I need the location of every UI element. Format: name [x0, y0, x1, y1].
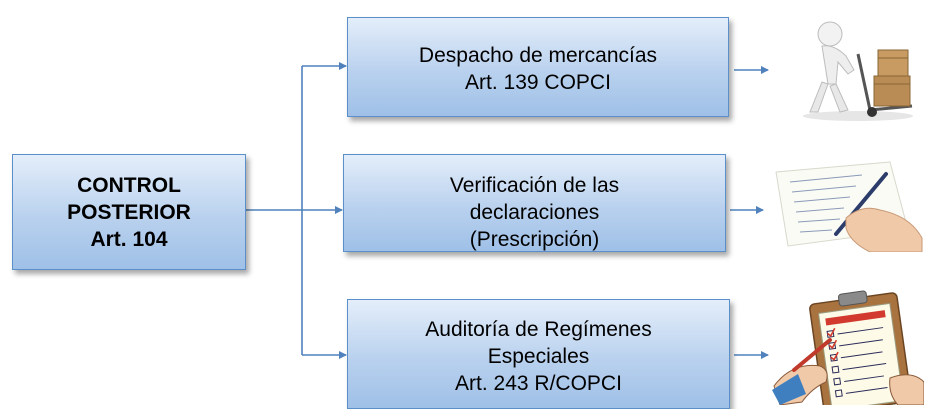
auditoria-box: Auditoría de Regímenes Especiales Art. 2… [347, 299, 730, 409]
audit-checklist-clipboard-icon [772, 290, 924, 405]
despacho-line-2: Art. 139 COPCI [465, 71, 611, 94]
control-line-3: Art. 104 [90, 227, 168, 251]
verificacion-line-1: Verificación de las [449, 174, 620, 197]
auditoria-line-2: Especiales [487, 345, 590, 368]
control-line-1: CONTROL [77, 173, 181, 197]
despacho-line-1: Despacho de mercancías [418, 44, 658, 67]
verificacion-line-2: declaraciones [469, 201, 600, 224]
auditoria-line-3: Art. 243 R/COPCI [455, 372, 622, 395]
auditoria-line-1: Auditoría de Regímenes [425, 318, 652, 341]
person-pushing-boxes-icon [803, 21, 913, 121]
hand-writing-document-icon [775, 161, 923, 252]
verificacion-line-3: (Prescripción) [469, 228, 600, 251]
despacho-box: Despacho de mercancías Art. 139 COPCI [347, 17, 729, 117]
control-line-2: POSTERIOR [67, 200, 191, 224]
control-posterior-box: CONTROL POSTERIOR Art. 104 [12, 154, 246, 270]
verificacion-box: Verificación de las declaraciones (Presc… [343, 154, 726, 252]
